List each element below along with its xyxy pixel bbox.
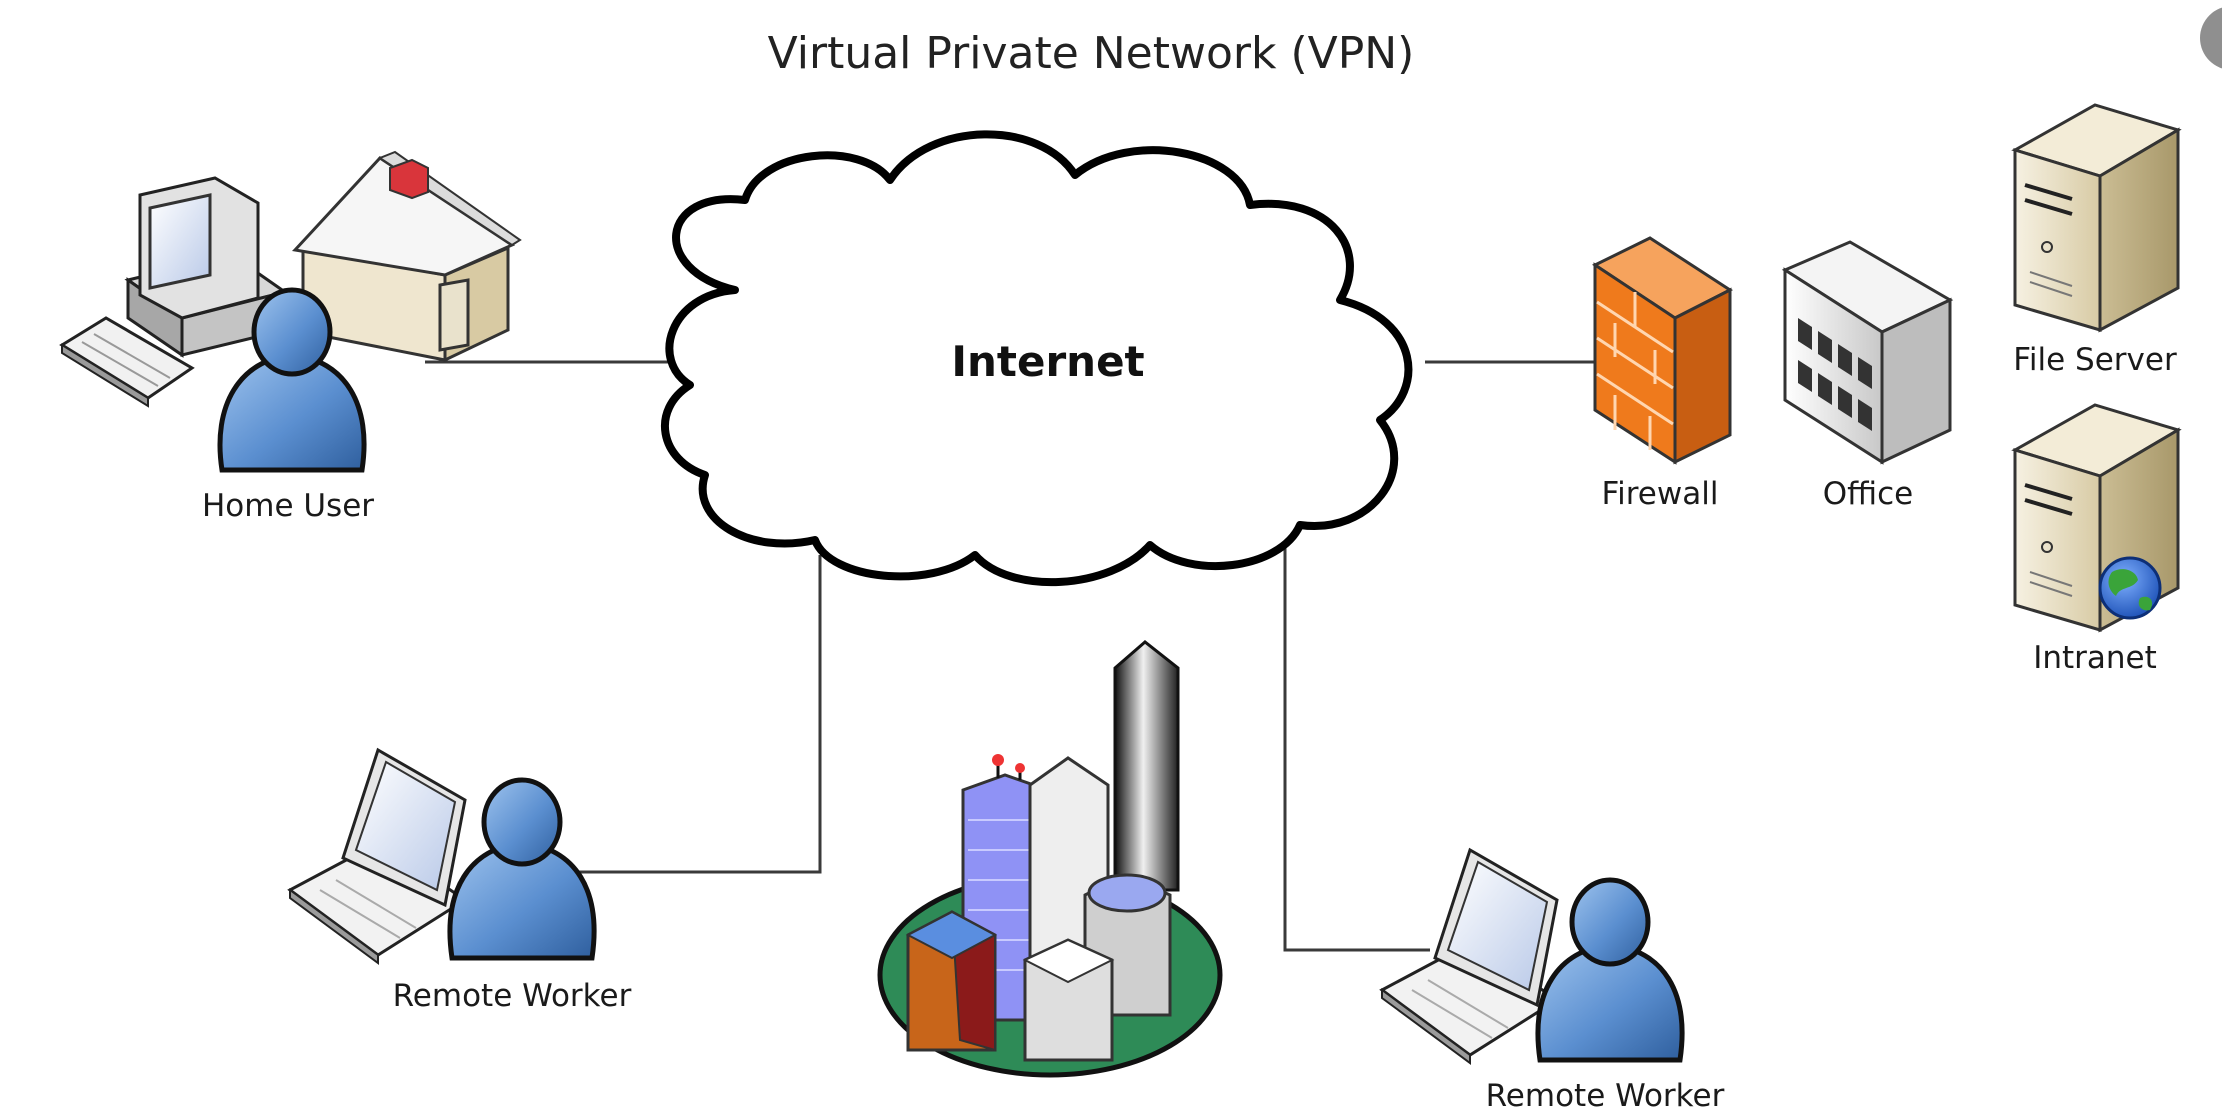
remote-worker-right-label: Remote Worker xyxy=(1486,1078,1725,1114)
connection-lines xyxy=(425,360,1600,952)
user-icon xyxy=(217,287,367,473)
office-label: Office xyxy=(1823,476,1914,512)
firewall-icon xyxy=(1591,236,1733,465)
intranet-node: Intranet xyxy=(2011,403,2182,676)
remote-worker-right-node: Remote Worker xyxy=(1379,847,1725,1114)
home-user-node: Home User xyxy=(59,150,522,524)
globe-icon xyxy=(2098,556,2162,620)
server-icon xyxy=(2011,103,2182,333)
file-server-label: File Server xyxy=(2013,342,2177,378)
city-icon xyxy=(877,640,1223,1078)
office-node: Office xyxy=(1781,240,1954,512)
cloud-icon xyxy=(661,130,1413,587)
intranet-label: Intranet xyxy=(2033,640,2157,676)
remote-worker-left-node: Remote Worker xyxy=(287,747,632,1014)
corner-circle-icon xyxy=(2200,7,2222,69)
firewall-node: Firewall xyxy=(1591,236,1733,512)
link-remote-worker-right-internet xyxy=(1283,530,1430,952)
internet-cloud: Internet xyxy=(661,130,1413,587)
office-building-icon xyxy=(1781,240,1954,465)
firewall-label: Firewall xyxy=(1602,476,1719,512)
laptop-icon xyxy=(287,747,468,965)
file-server-node: File Server xyxy=(2011,103,2182,378)
house-icon xyxy=(292,150,522,363)
link-remote-worker-left-internet xyxy=(570,555,822,874)
diagram-title: Virtual Private Network (VPN) xyxy=(768,28,1415,79)
user-icon xyxy=(447,777,597,961)
cloud-label: Internet xyxy=(951,337,1144,386)
remote-worker-left-label: Remote Worker xyxy=(393,978,632,1014)
laptop-icon xyxy=(1379,847,1560,1065)
home-user-label: Home User xyxy=(202,488,374,524)
keyboard-icon xyxy=(59,316,195,408)
user-icon xyxy=(1535,877,1685,1063)
